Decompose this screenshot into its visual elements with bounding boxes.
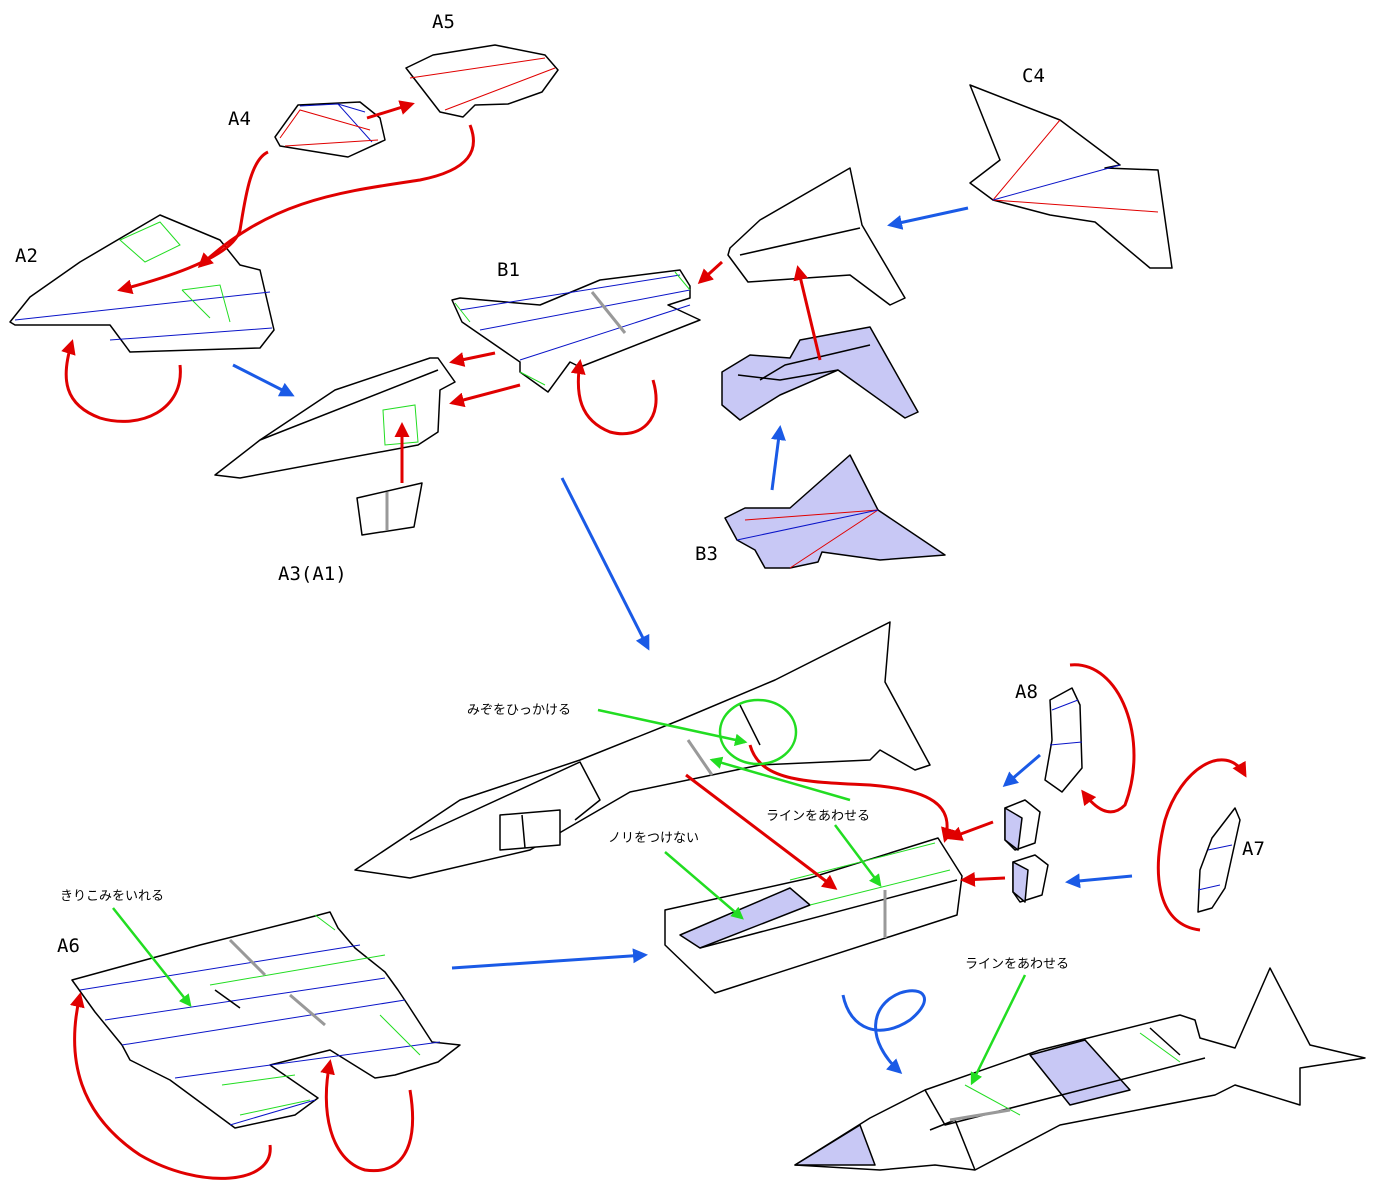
part-c4 [969,84,1173,269]
label-c4: C4 [1022,65,1045,87]
assembled-jet [354,621,931,879]
note-hook-groove: みぞをひっかける [467,703,571,718]
part-a3 [356,482,423,536]
blue-arrows [232,206,1133,1075]
label-b3: B3 [695,543,718,565]
part-b-assembled [727,167,906,306]
label-a8: A8 [1015,681,1038,703]
part-a4 [274,101,386,158]
block-upper [1004,799,1041,851]
part-b2 [721,326,919,421]
label-a4: A4 [228,108,251,130]
part-labels: A5 A4 C4 A2 B1 B3 A3(A1) A8 A7 A6 [15,11,1265,957]
label-a6: A6 [57,935,80,957]
part-a-fuselage [214,357,456,479]
note-align-lines-2: ラインをあわせる [965,957,1069,972]
part-a7 [1197,807,1241,913]
part-a6 [71,911,461,1129]
label-a2: A2 [15,245,38,267]
green-note-arrows [112,698,1027,1086]
part-b1 [451,269,701,393]
block-lower [1012,854,1049,903]
note-no-glue: ノリをつけない [608,831,699,846]
central-box [664,837,963,994]
red-arrows [61,100,1247,1180]
note-align-lines-1: ラインをあわせる [766,809,870,824]
part-a5 [405,44,559,118]
label-a7: A7 [1242,838,1265,860]
part-a8 [1044,687,1083,793]
part-b3 [724,454,946,569]
note-insert-cut: きりこみをいれる [60,889,164,904]
label-a3: A3(A1) [278,563,347,585]
final-jet [794,967,1366,1171]
label-b1: B1 [497,259,520,281]
label-a5: A5 [432,11,455,33]
notes: みぞをひっかける ラインをあわせる ノリをつけない きりこみをいれる ラインをあ… [60,703,1069,972]
